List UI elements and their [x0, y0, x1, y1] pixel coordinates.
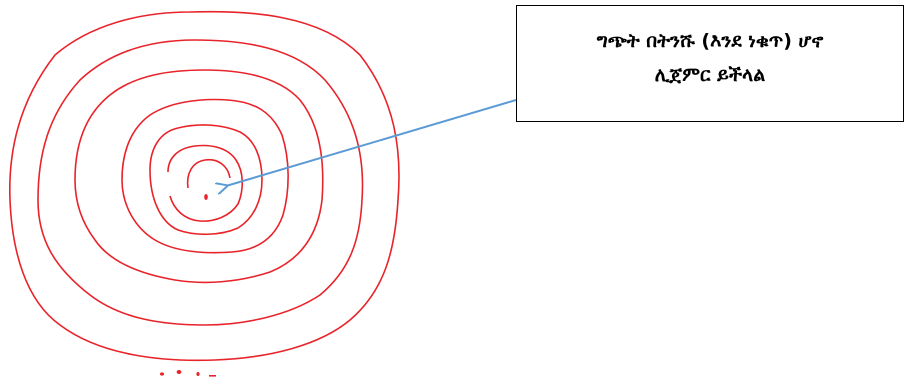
ripple-ring-4 — [122, 100, 288, 253]
stray-marks — [160, 370, 216, 377]
ripple-ring-6 — [168, 146, 242, 222]
ripple-ring-7 — [188, 160, 230, 188]
callout-line-2: ሊጀምር ይችላል — [517, 58, 903, 92]
callout-line-1: ግጭት በትንሹ (እንደ ነቁጥ) ሆኖ — [517, 24, 903, 58]
callout-box: ግጭት በትንሹ (እንደ ነቁጥ) ሆኖ ሊጀምር ይችላል — [516, 5, 904, 122]
ripple-ring-1 — [10, 12, 399, 361]
conflict-origin-dot — [204, 194, 208, 200]
callout-text: ግጭት በትንሹ (እንደ ነቁጥ) ሆኖ ሊጀምር ይችላል — [517, 24, 903, 92]
ripple-ring-3 — [75, 70, 323, 282]
callout-arrow — [226, 100, 516, 186]
